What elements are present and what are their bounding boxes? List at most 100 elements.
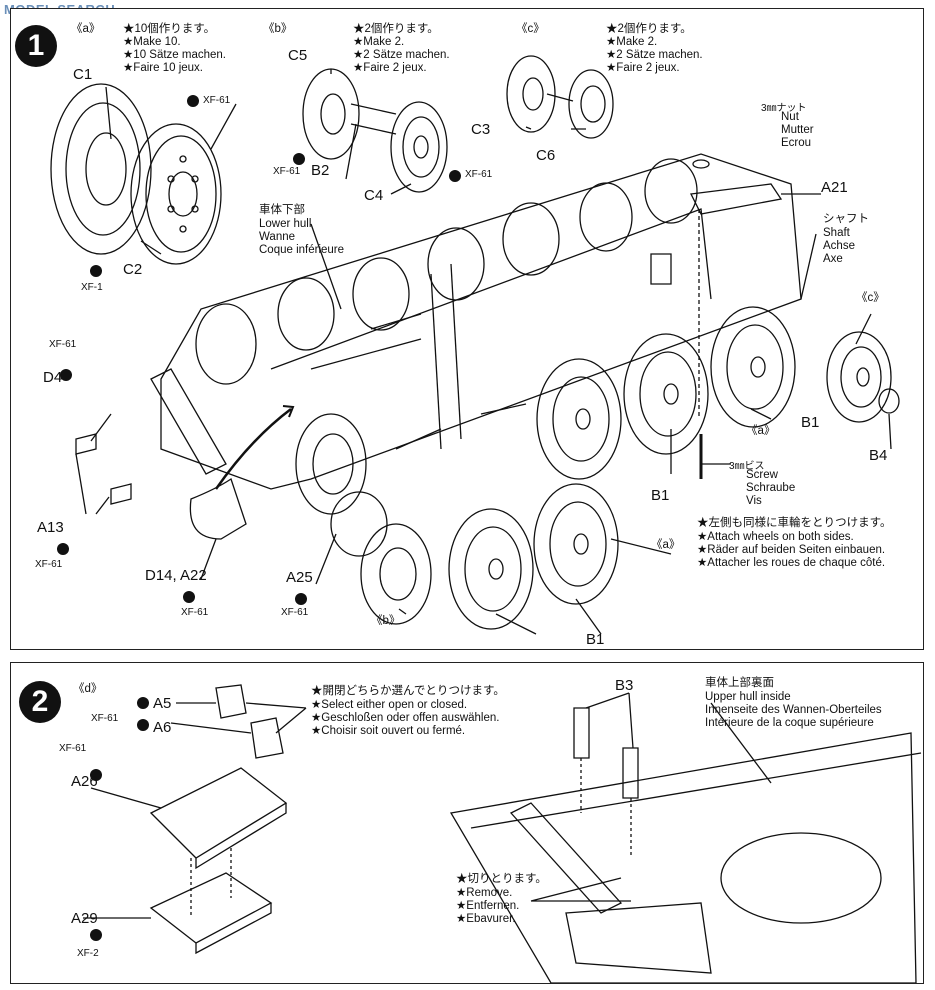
screw-jp: 3㎜ビス <box>729 461 765 472</box>
group-a-line-2: ★Make 10. <box>123 36 181 48</box>
label-c2: C2 <box>123 261 143 278</box>
step-2-badge: 2 <box>19 681 61 723</box>
group-c-line-2: ★Make 2. <box>606 36 658 48</box>
paint-xf61-a25: XF-61 <box>281 607 309 618</box>
tag-a-lower: 《a》 <box>651 539 681 551</box>
tag-d: 《d》 <box>73 683 103 695</box>
label-b1-mid: B1 <box>651 487 670 504</box>
tag-c-right: 《c》 <box>856 292 885 304</box>
paint-xf61-c1: XF-61 <box>203 95 231 106</box>
select-jp: ★開閉どちらか選んでとりつけます。 <box>311 685 505 697</box>
paint-xf2: XF-2 <box>77 948 99 959</box>
group-b-line-2: ★Make 2. <box>353 36 405 48</box>
suspension-arms <box>395 403 527 450</box>
label-b1-right: B1 <box>801 414 820 431</box>
hull-rib <box>509 802 623 914</box>
hull-opening <box>720 832 882 924</box>
label-b3: B3 <box>615 677 634 694</box>
label-b1-bottom: B1 <box>586 631 605 648</box>
base-a29 <box>149 872 273 944</box>
label-a21: A21 <box>821 179 848 196</box>
shaft-jp: シャフト <box>823 213 869 225</box>
group-c-line-1: ★2個作ります。 <box>606 23 692 35</box>
screw-fr: Vis <box>746 495 762 507</box>
nut-jp: 3㎜ナット <box>761 103 807 114</box>
part-d14-a22 <box>189 477 247 540</box>
label-d4: D4 <box>43 369 63 386</box>
wheel-c3-c6 <box>506 55 614 139</box>
paint-xf61-d4: XF-61 <box>49 339 77 350</box>
remove-en: ★Remove. <box>456 887 513 899</box>
step-2-illustration <box>83 684 922 983</box>
label-a29: A29 <box>71 910 98 927</box>
label-a6: A6 <box>153 719 172 736</box>
group-c-tag: 《c》 <box>516 23 545 35</box>
remove-fr: ★Ebavurer. <box>456 913 516 925</box>
nut-fr: Ecrou <box>781 137 812 149</box>
shaft-de: Achse <box>823 240 855 252</box>
lower-hull-fr: Coque inférieure <box>259 244 345 256</box>
upper-hull-en: Upper hull inside <box>705 691 791 703</box>
nut-en: Nut <box>781 111 799 123</box>
nut-de: Mutter <box>781 124 814 136</box>
group-a-line-4: ★Faire 10 jeux. <box>123 62 203 74</box>
hatch-a6 <box>250 717 284 759</box>
label-b4: B4 <box>869 447 888 464</box>
label-d14-a22: D14, A22 <box>145 567 207 584</box>
screw-en: Screw <box>746 469 778 481</box>
wheel-c2 <box>130 123 222 265</box>
group-c-line-4: ★Faire 2 jeux. <box>606 62 680 74</box>
label-c1: C1 <box>73 66 93 83</box>
group-b-line-3: ★2 Sätze machen. <box>353 49 450 61</box>
label-a13: A13 <box>37 519 64 536</box>
select-en: ★Select either open or closed. <box>311 699 468 711</box>
step-1-badge: 1 <box>15 25 57 67</box>
upper-hull-de: Innenseite des Wannen-Oberteiles <box>705 704 882 716</box>
part-a21 <box>690 183 783 215</box>
label-b2: B2 <box>311 162 330 179</box>
nut <box>692 159 710 169</box>
both-sides-de: ★Räder auf beiden Seiten einbauen. <box>697 544 886 556</box>
paint-xf1: XF-1 <box>81 282 103 293</box>
shaft-en: Shaft <box>823 227 850 239</box>
part-b4 <box>878 388 900 414</box>
both-sides-fr: ★Attacher les roues de chaque côté. <box>697 557 886 569</box>
group-b-line-4: ★Faire 2 jeux. <box>353 62 427 74</box>
part-d4 <box>75 433 97 455</box>
pin-b3-b <box>622 747 639 799</box>
group-b-line-1: ★2個作ります。 <box>353 23 439 35</box>
label-a5: A5 <box>153 695 172 712</box>
step-2-panel: 2 <box>10 662 924 984</box>
part-a13 <box>110 483 132 505</box>
label-c5: C5 <box>288 47 308 64</box>
paint-xf61-c5: XF-61 <box>273 166 301 177</box>
lower-hull-en: Lower hull <box>259 218 312 230</box>
screw-de: Schraube <box>746 482 796 494</box>
lower-hull <box>150 153 802 490</box>
upper-hull-jp: 車体上部裏面 <box>705 677 774 689</box>
label-c6: C6 <box>536 147 556 164</box>
paint-xf61-a5: XF-61 <box>91 713 119 724</box>
road-wheels-far <box>195 158 698 385</box>
step-1-panel: 1 <box>10 8 924 650</box>
select-de: ★Geschloßen oder offen auswählen. <box>311 712 500 724</box>
both-sides-en: ★Attach wheels on both sides. <box>697 531 854 543</box>
paint-xf61-a26: XF-61 <box>59 743 87 754</box>
label-c3: C3 <box>471 121 491 138</box>
paint-xf61-a13: XF-61 <box>35 559 63 570</box>
label-a25: A25 <box>286 569 313 586</box>
label-a26: A26 <box>71 773 98 790</box>
label-c4: C4 <box>364 187 384 204</box>
upper-hull <box>449 732 917 983</box>
both-sides-jp: ★左側も同様に車輪をとりつけます。 <box>697 517 892 529</box>
upper-hull-fr: Intérieure de la coque supérieure <box>705 717 874 729</box>
road-wheels-front <box>448 306 892 630</box>
paint-xf61-c4: XF-61 <box>465 169 493 180</box>
tag-a-right: 《a》 <box>746 425 776 437</box>
group-b-tag: 《b》 <box>263 23 293 35</box>
select-fr: ★Choisir soit ouvert ou fermé. <box>311 725 466 737</box>
group-a-tag: 《a》 <box>71 23 101 35</box>
remove-jp: ★切りとります。 <box>456 873 547 885</box>
pin-b3-a <box>573 707 590 759</box>
tire-c1 <box>50 83 152 255</box>
